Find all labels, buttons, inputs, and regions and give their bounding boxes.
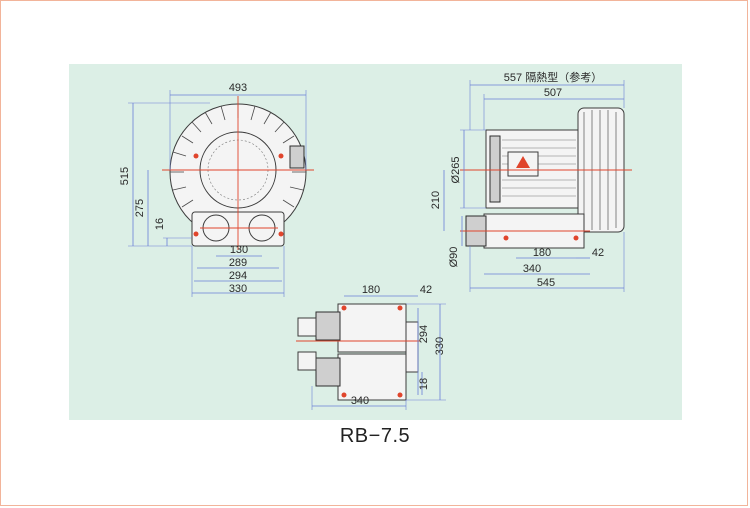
bolt	[341, 305, 347, 311]
dim-294-label: 294	[229, 270, 247, 282]
base-view: 180 42 294 330 18 340	[296, 284, 446, 410]
bolt	[397, 305, 403, 311]
side-view: 557 隔熱型（参考） 507 Ø265 210 Ø90 180 42 340 …	[430, 70, 632, 292]
dim-42-label: 42	[592, 247, 604, 259]
model-caption: RB−7.5	[339, 425, 411, 447]
dim-289-label: 289	[229, 257, 247, 269]
dim-90-label: Ø90	[448, 247, 460, 268]
dim-275-label: 275	[134, 199, 146, 217]
dim-210-label: 210	[430, 191, 442, 209]
dim-507-label: 507	[544, 87, 562, 99]
base-plate-lower	[337, 353, 407, 401]
flange-upper	[315, 311, 341, 341]
dim-265-label: Ø265	[450, 157, 462, 184]
dim-330-label: 330	[229, 283, 247, 295]
bolt	[341, 392, 347, 398]
motor-fins	[502, 139, 576, 197]
dim-340-label: 340	[351, 395, 369, 407]
thread-upper	[297, 317, 317, 337]
bolt	[193, 153, 199, 159]
bolt	[278, 153, 284, 159]
dim-180-label: 180	[362, 284, 380, 296]
bolt	[573, 235, 579, 241]
dim-557-label: 557 隔熱型（参考）	[504, 70, 602, 84]
dim-493-label: 493	[229, 82, 247, 94]
terminal-box	[289, 145, 305, 169]
bolt	[193, 231, 199, 237]
motor-endcap	[489, 135, 501, 203]
front-view: 493 515 275 16 130 289 294 330	[119, 82, 314, 297]
flange-lower	[315, 357, 341, 387]
base-plate-upper	[337, 303, 407, 353]
dim-130-label: 130	[230, 244, 248, 256]
dim-340-label: 340	[523, 263, 541, 275]
dim-18-label: 18	[418, 378, 430, 390]
warning-icon	[516, 156, 530, 168]
dim-545-label: 545	[537, 277, 555, 289]
dim-180-label: 180	[533, 247, 551, 259]
side-bracket	[405, 321, 419, 373]
bolt	[397, 392, 403, 398]
dim-515-label: 515	[119, 167, 131, 185]
dim-294-label: 294	[418, 325, 430, 343]
bolt	[278, 231, 284, 237]
dim-16-label: 16	[154, 218, 166, 230]
dim-330-label: 330	[434, 337, 446, 355]
bolt	[503, 235, 509, 241]
thread-lower	[297, 351, 317, 371]
dim-42-label: 42	[420, 284, 432, 296]
